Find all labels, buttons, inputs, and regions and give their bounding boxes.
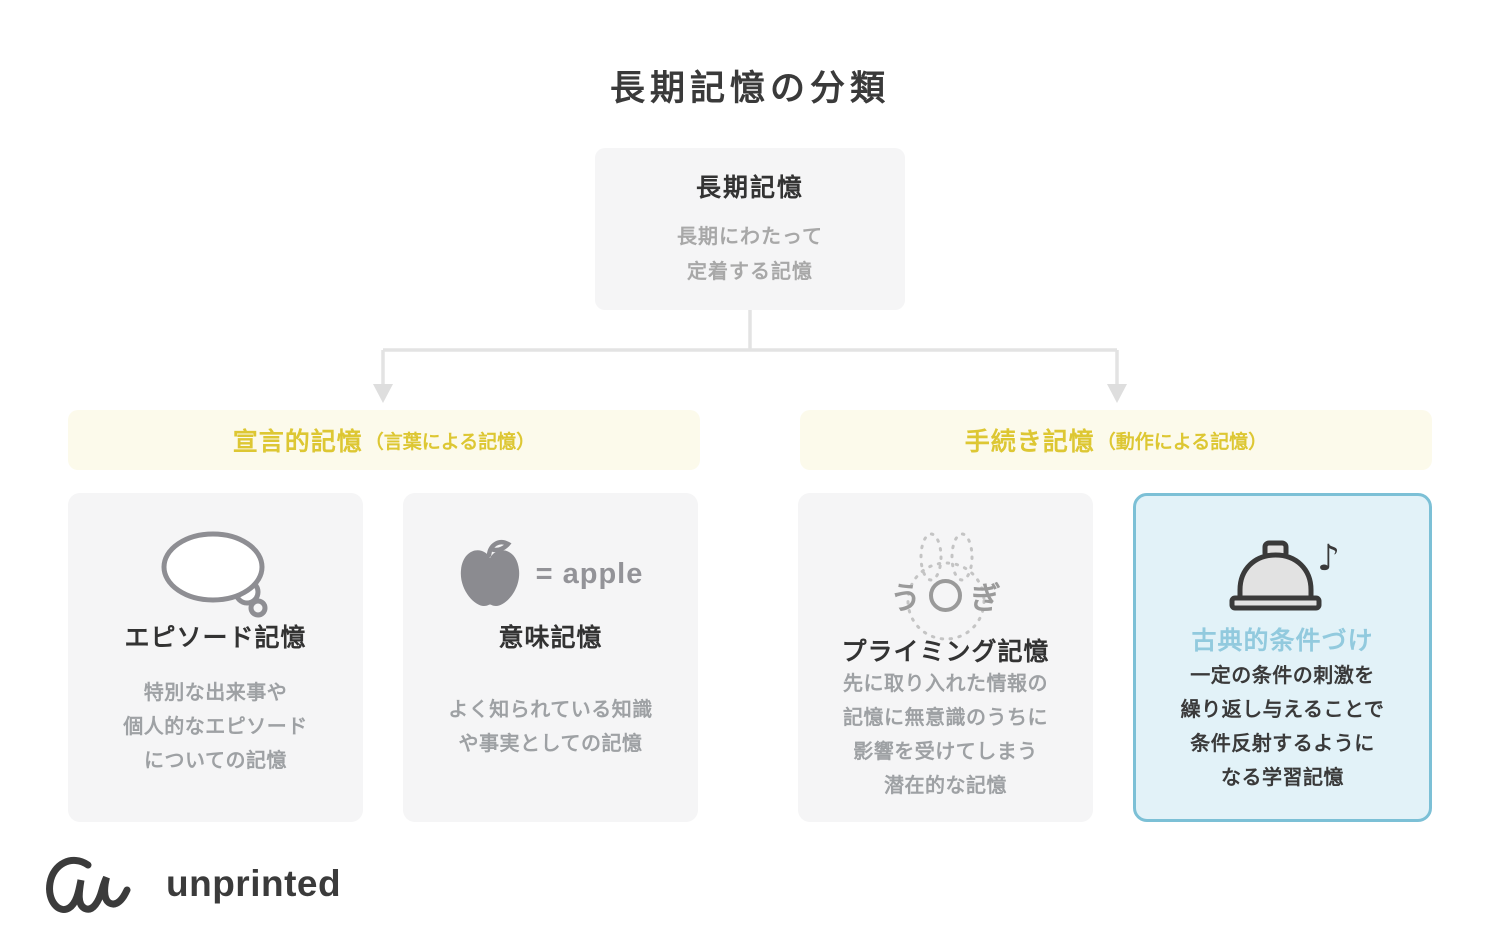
desc-line: についての記憶 (144, 749, 287, 772)
call-bell-icon: ♪ (1150, 528, 1415, 626)
apple-caption: = apple (535, 557, 644, 590)
card-description: 一定の条件の刺激を 繰り返し与えることで 条件反射するように なる学習記憶 (1150, 656, 1415, 797)
logo-wordmark: unprinted (166, 863, 342, 904)
card-classical-conditioning: ♪ 古典的条件づけ 一定の条件の刺激を 繰り返し与えることで 条件反射するように… (1133, 493, 1432, 822)
card-title: 古典的条件づけ (1191, 627, 1374, 655)
arrowhead-left (373, 384, 393, 403)
root-desc-line: 長期にわたって (677, 226, 823, 248)
root-node-title: 長期記憶 (695, 174, 804, 202)
desc-line: 条件反射するように (1190, 732, 1375, 755)
card-description: 特別な出来事や 個人的なエピソード についての記憶 (82, 653, 349, 800)
branch-header-procedural: 手続き記憶 （動作による記憶） (800, 410, 1432, 470)
desc-line: 記憶に無意識のうちに (843, 707, 1048, 729)
card-description: よく知られている知識 や事実としての記憶 (417, 653, 684, 800)
card-semantic-memory: = apple 意味記憶 よく知られている知識 や事実としての記憶 (403, 493, 698, 822)
apple-icon (458, 536, 522, 613)
missing-character-circle-icon (929, 579, 962, 612)
branch-label: 宣言的記憶 (232, 428, 363, 456)
branch-label: 手続き記憶 (964, 428, 1095, 456)
rabbit-char-right: ぎ (970, 581, 1001, 616)
thought-bubble-icon (82, 525, 349, 623)
rabbit-dotted-icon (906, 532, 985, 641)
root-node-description: 長期にわたって 定着する記憶 (677, 220, 823, 290)
rabbit-word: う ぎ (858, 573, 1034, 618)
card-title: プライミング記憶 (841, 638, 1050, 666)
desc-line: 繰り返し与えることで (1180, 698, 1385, 721)
card-description: 先に取り入れた情報の 記憶に無意識のうちに 影響を受けてしまう 潜在的な記憶 (812, 667, 1079, 803)
desc-line: なる学習記憶 (1221, 766, 1344, 789)
card-priming-memory: う ぎ プライミング記憶 先に取り入れた情報の 記憶に無意識のうちに 影響を受け… (798, 493, 1093, 822)
branch-header-declarative: 宣言的記憶 （言葉による記憶） (68, 410, 700, 470)
branch-sublabel: （動作による記憶） (1096, 431, 1268, 453)
card-title: 意味記憶 (498, 624, 603, 652)
logo-mark-icon (46, 857, 131, 913)
desc-line: 潜在的な記憶 (884, 775, 1007, 797)
root-desc-line: 定着する記憶 (687, 261, 813, 283)
branch-sublabel: （言葉による記憶） (364, 431, 536, 453)
desc-line: 特別な出来事や (143, 681, 288, 704)
desc-line: 個人的なエピソード (123, 715, 308, 738)
desc-line: 先に取り入れた情報の (843, 673, 1048, 695)
music-note-icon: ♪ (1317, 538, 1340, 579)
card-episodic-memory: エピソード記憶 特別な出来事や 個人的なエピソード についての記憶 (68, 493, 363, 822)
root-node: 長期記憶 長期にわたって 定着する記憶 (595, 148, 905, 310)
card-title: エピソード記憶 (124, 624, 307, 652)
unprinted-logo: unprinted (42, 852, 341, 916)
desc-line: 一定の条件の刺激を (1190, 664, 1375, 687)
arrowhead-right (1107, 384, 1127, 403)
desc-line: よく知られている知識 (448, 698, 653, 721)
desc-line: 影響を受けてしまう (853, 741, 1038, 763)
rabbit-icon-area: う ぎ (812, 525, 1079, 641)
apple-icon-row: = apple (417, 525, 684, 623)
page-title: 長期記憶の分類 (609, 69, 890, 108)
desc-line: や事実としての記憶 (458, 732, 643, 755)
rabbit-char-left: う (890, 581, 921, 616)
